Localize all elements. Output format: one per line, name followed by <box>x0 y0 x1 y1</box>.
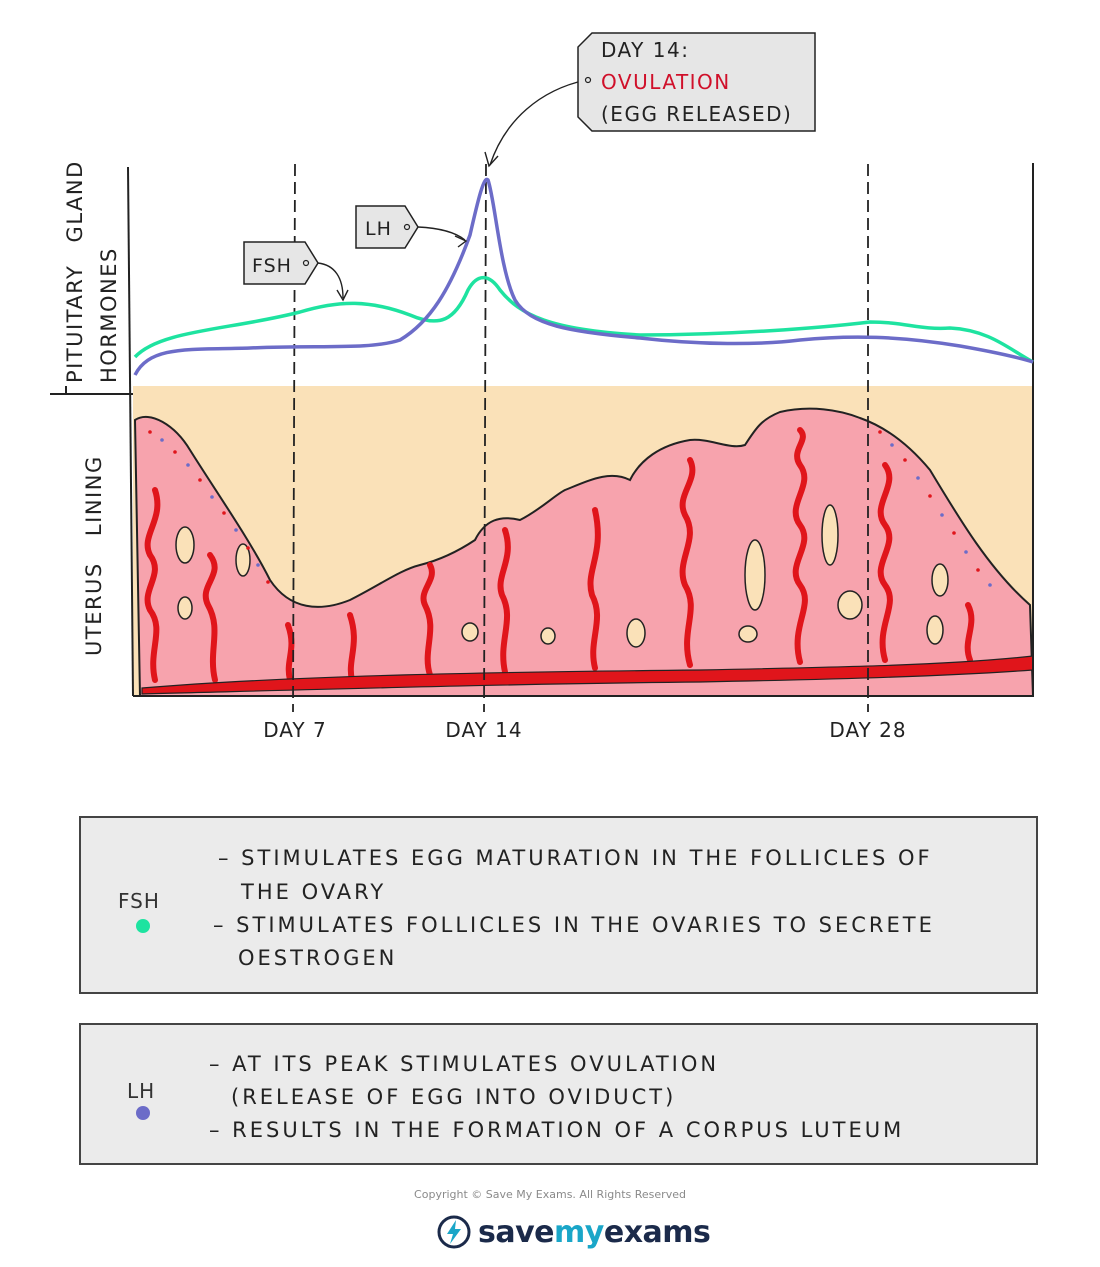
uterus-lining-label: UTERUS LINING <box>82 455 106 656</box>
lh-tag-label: LH <box>365 218 392 240</box>
brand-name-part3: exams <box>603 1214 711 1250</box>
fsh-legend-line-3: – STIMULATES FOLLICLES IN THE OVARIES TO… <box>213 913 935 937</box>
lh-legend-name: LH <box>127 1079 156 1103</box>
ovulation-callout-line3: (EGG RELEASED) <box>601 102 792 126</box>
lh-legend-line-2: (RELEASE OF EGG INTO OVIDUCT) <box>231 1085 677 1109</box>
day-14-label: DAY 14 <box>445 718 522 742</box>
brand-name: savemyexams <box>478 1214 711 1250</box>
fsh-curve <box>133 275 1034 364</box>
brand-name-part2: my <box>554 1214 604 1250</box>
day-14-marker <box>483 163 487 713</box>
pituitary-label-line1: PITUITARY GLAND <box>63 160 87 383</box>
lightning-bolt-icon <box>437 1215 471 1249</box>
day-28-label: DAY 28 <box>829 718 906 742</box>
fsh-tag-label: FSH <box>252 255 292 277</box>
fsh-legend-line-2: THE OVARY <box>241 880 387 904</box>
lh-pointer-head <box>454 235 468 248</box>
lining-glands <box>175 504 949 648</box>
ovulation-callout: DAY 14: OVULATION (EGG RELEASED) <box>577 32 816 132</box>
ovulation-pointer-arrow <box>489 79 587 166</box>
spiral-arteries <box>144 427 975 683</box>
lh-tag: LH <box>355 205 419 249</box>
fsh-legend-line-4: OESTROGEN <box>238 946 398 970</box>
brand-name-part1: save <box>478 1214 555 1250</box>
pituitary-label-line2: HORMONES <box>97 247 121 383</box>
fsh-legend-box: FSH – STIMULATES EGG MATURATION IN THE F… <box>79 816 1038 994</box>
lh-legend-dot <box>136 1106 150 1120</box>
copyright-text: Copyright © Save My Exams. All Rights Re… <box>414 1188 686 1201</box>
ovulation-pointer-head <box>484 151 499 168</box>
lh-pointer-arrow <box>417 226 466 241</box>
endometrium <box>133 407 1035 697</box>
fsh-legend-dot <box>136 919 150 933</box>
brand-logo: savemyexams <box>436 1212 711 1252</box>
menstrual-cycle-diagram: FSH LH DAY 14: OVULATION (EGG RELEASED) … <box>50 32 1035 742</box>
lh-legend-box: LH – AT ITS PEAK STIMULATES OVULATION (R… <box>79 1023 1038 1165</box>
left-axis <box>127 166 134 697</box>
day-7-label: DAY 7 <box>263 718 326 742</box>
fsh-pointer-head <box>336 289 349 302</box>
ovulation-callout-line2: OVULATION <box>601 70 731 94</box>
fsh-legend-line-1: – STIMULATES EGG MATURATION IN THE FOLLI… <box>218 846 933 870</box>
fsh-pointer-arrow <box>317 262 344 299</box>
fsh-legend-name: FSH <box>118 889 160 913</box>
shedding-dots <box>148 430 992 587</box>
fsh-tag: FSH <box>243 241 319 285</box>
lh-legend-line-1: – AT ITS PEAK STIMULATES OVULATION <box>209 1052 720 1076</box>
lh-curve <box>133 177 1034 376</box>
ovulation-callout-line1: DAY 14: <box>601 38 689 62</box>
lh-legend-line-3: – RESULTS IN THE FORMATION OF A CORPUS L… <box>209 1118 905 1142</box>
